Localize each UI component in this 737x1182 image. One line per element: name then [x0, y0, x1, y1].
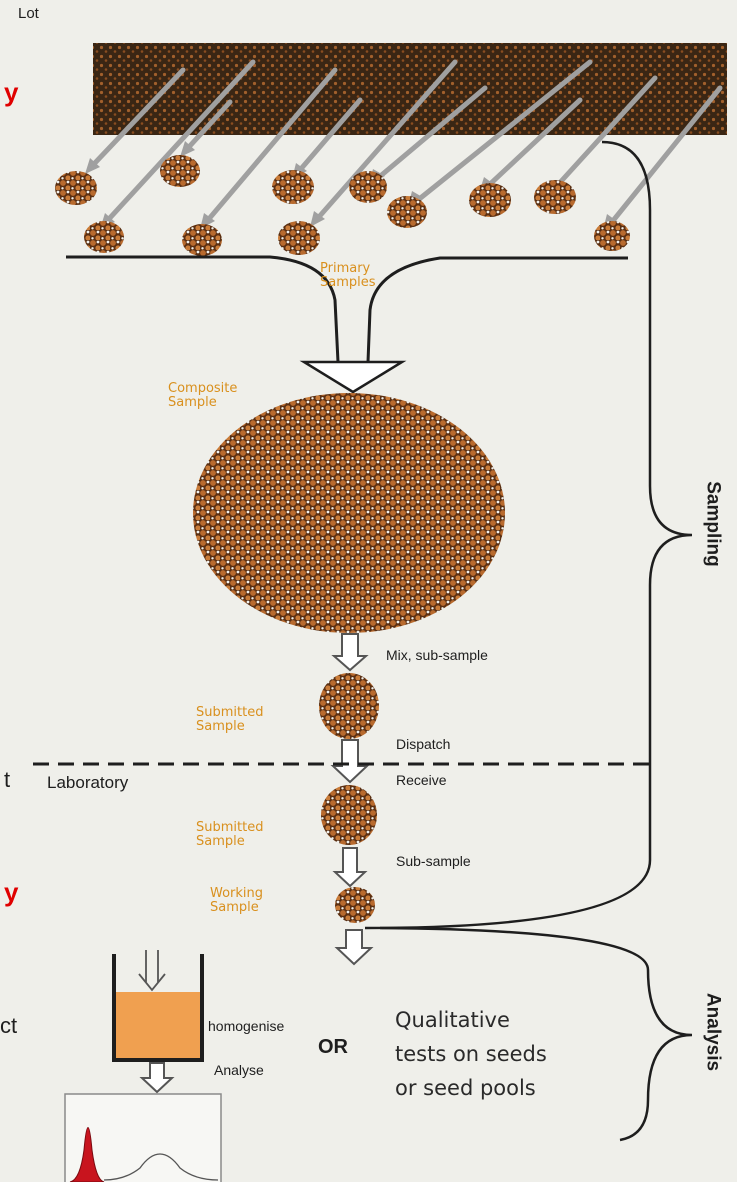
qualitative-line-2: tests on seeds [395, 1037, 547, 1071]
composite-sample-line-1: Composite [168, 382, 237, 396]
homogenise-label: homogenise [208, 1019, 284, 1034]
chromatogram [65, 1094, 221, 1182]
qualitative-line-3: or seed pools [395, 1071, 547, 1105]
submitted-sample-1-line-1: Submitted [196, 706, 263, 720]
edge-text-ct: ct [0, 1014, 17, 1038]
subsample-arrow [335, 848, 365, 886]
mix-subsample-label: Mix, sub-sample [386, 648, 488, 663]
analysis-arrow [337, 930, 371, 964]
or-label: OR [318, 1036, 348, 1058]
qualitative-line-1: Qualitative [395, 1003, 547, 1037]
submitted-sample-2-line-2: Sample [196, 835, 263, 849]
submitted-sample-1-pile [319, 673, 379, 739]
submitted-sample-2-line-1: Submitted [196, 821, 263, 835]
qualitative-tests-label: Qualitative tests on seeds or seed pools [395, 1003, 547, 1105]
composite-sample-pile [193, 393, 505, 633]
analysis-label: Analysis [702, 993, 723, 1071]
sampling-label: Sampling [702, 481, 723, 567]
mix-arrow [334, 634, 366, 670]
edge-text-t: t [4, 768, 10, 792]
working-sample-line-2: Sample [210, 901, 263, 915]
submitted-sample-1-line-2: Sample [196, 720, 263, 734]
dispatch-label: Dispatch [396, 737, 450, 752]
working-sample-label: Working Sample [210, 887, 263, 916]
analyse-label: Analyse [214, 1063, 264, 1078]
primary-samples-label: Primary Samples [320, 262, 376, 291]
primary-samples-line-1: Primary [320, 262, 376, 276]
lot-label: Lot [18, 6, 39, 23]
sub-sample-label: Sub-sample [396, 854, 471, 869]
pour-arrow [139, 950, 165, 990]
edge-red-text-2: y [4, 878, 18, 907]
submitted-sample-1-label: Submitted Sample [196, 706, 263, 735]
receive-label: Receive [396, 773, 447, 788]
edge-red-text-1: y [4, 78, 18, 107]
working-sample-line-1: Working [210, 887, 263, 901]
working-sample-pile [335, 887, 375, 923]
submitted-sample-2-label: Submitted Sample [196, 821, 263, 850]
dispatch-arrow [333, 740, 367, 782]
analyse-arrow [142, 1063, 172, 1092]
submitted-sample-2-pile [321, 785, 377, 845]
funnel-arrowhead [304, 362, 402, 392]
primary-sample-clumps [55, 155, 630, 256]
lot-bar [93, 43, 727, 135]
composite-sample-label: Composite Sample [168, 382, 237, 411]
laboratory-label: Laboratory [47, 774, 128, 793]
primary-samples-line-2: Samples [320, 276, 376, 290]
composite-sample-line-2: Sample [168, 396, 237, 410]
